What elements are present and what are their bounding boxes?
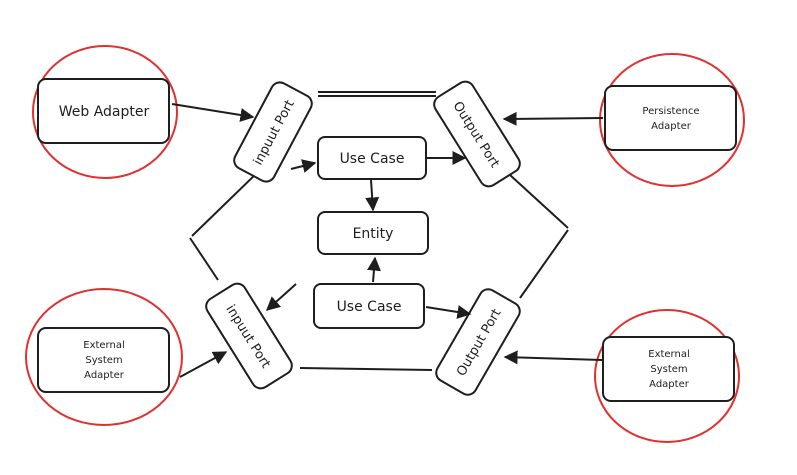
halo-web-adapter xyxy=(32,45,178,179)
use-case-bottom[interactable]: Use Case xyxy=(313,283,425,329)
persistence-adapter-label-line-1: Persistence xyxy=(642,106,699,117)
input-port-top[interactable]: inpuut Port xyxy=(231,79,315,184)
arrow-external-right-to-output-port xyxy=(503,350,603,365)
output-port-top[interactable]: Output Port xyxy=(431,78,523,190)
arrows xyxy=(171,103,604,378)
hexagon-edges xyxy=(189,91,569,371)
entity[interactable]: Entity xyxy=(317,211,429,255)
arrow-use-case-to-entity xyxy=(365,179,380,212)
external-system-adapter-right[interactable]: External System Adapter xyxy=(602,336,735,402)
external-left-label-line-3: Adapter xyxy=(84,370,125,381)
external-right-label-line-1: External xyxy=(648,349,690,360)
web-adapter-label: Web Adapter xyxy=(59,104,150,120)
entity-label: Entity xyxy=(353,226,394,242)
external-left-label-line-2: System xyxy=(85,355,122,366)
arrow-into-input-port-bottom xyxy=(265,283,297,311)
arrow-web-to-input-port xyxy=(171,103,255,122)
halo-persistence-adapter xyxy=(599,53,745,187)
arrow-external-left-to-input-port xyxy=(179,351,228,378)
web-adapter[interactable]: Web Adapter xyxy=(37,78,170,144)
use-case-top-label: Use Case xyxy=(340,151,405,167)
use-case-bottom-label: Use Case xyxy=(337,299,402,315)
arrow-persistence-to-output-port xyxy=(502,111,604,126)
hex-edge-upper-left xyxy=(191,171,259,237)
halo-external-right xyxy=(594,309,740,443)
external-left-label-line-1: External xyxy=(83,340,125,351)
arrow-input-port-to-use-case xyxy=(290,159,317,173)
output-port-bottom[interactable]: Output Port xyxy=(433,286,523,398)
halo-external-left xyxy=(25,288,183,426)
adapter-halos xyxy=(25,45,745,443)
persistence-adapter[interactable]: Persistence Adapter xyxy=(604,85,737,151)
persistence-adapter-label-line-2: Adapter xyxy=(651,121,692,132)
hex-edge-upper-right xyxy=(509,174,569,229)
hex-edge-bottom xyxy=(299,367,433,371)
use-case-top[interactable]: Use Case xyxy=(317,136,427,180)
external-system-adapter-left[interactable]: External System Adapter xyxy=(37,327,170,393)
external-right-label-line-2: System xyxy=(650,364,687,375)
hex-edge-lower-right xyxy=(519,229,569,299)
arrow-use-case-to-output-port-bottom xyxy=(425,305,472,319)
external-right-label-line-3: Adapter xyxy=(649,379,690,390)
arrow-use-case-to-entity-bottom xyxy=(366,256,381,283)
hex-edge-lower-left xyxy=(189,237,219,281)
